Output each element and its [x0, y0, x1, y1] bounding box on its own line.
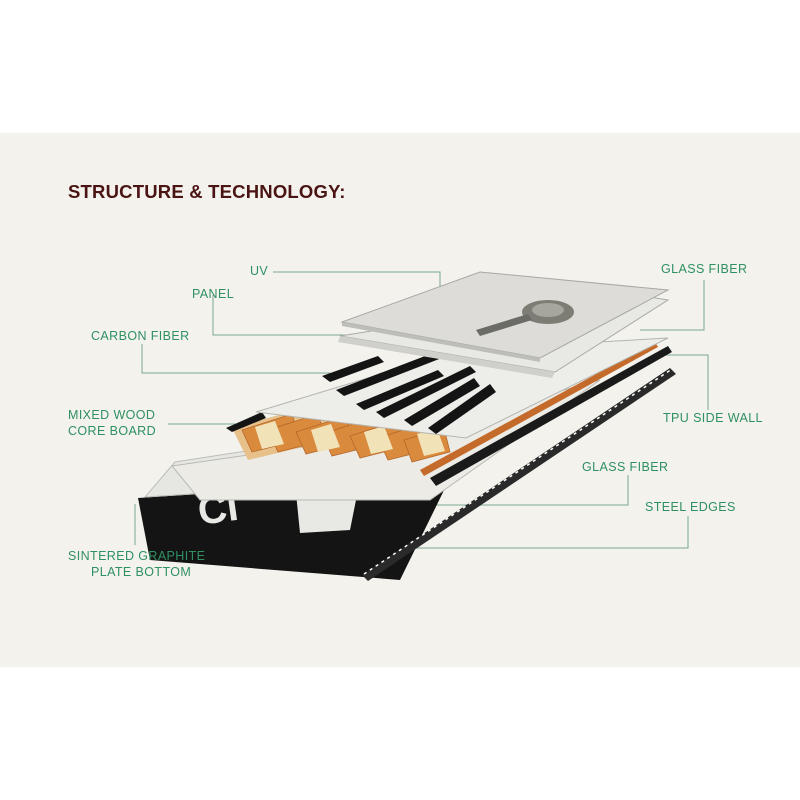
leader-glass-fiber-top [640, 280, 705, 331]
leader-uv [273, 271, 441, 296]
label-sintered-line1: SINTERED GRAPHITE [68, 549, 206, 563]
page-title: STRUCTURE & TECHNOLOGY: [68, 181, 346, 202]
uv-sheet [340, 271, 670, 362]
leader-panel [212, 295, 345, 336]
label-panel: PANEL [192, 287, 235, 301]
label-glass-fiber-bottom: GLASS FIBER [582, 460, 669, 474]
label-mixed-wood-line1: MIXED WOOD [68, 408, 156, 422]
tpu-side-wall [420, 342, 672, 486]
leader-tpu [660, 354, 709, 410]
label-tpu-side-wall: TPU SIDE WALL [663, 411, 763, 425]
leader-steel-edges [400, 516, 689, 549]
label-glass-fiber-top: GLASS FIBER [661, 262, 748, 276]
leader-carbon-fiber [141, 344, 330, 374]
label-uv: UV [250, 264, 269, 278]
label-steel-edges: STEEL EDGES [645, 500, 736, 514]
label-mixed-wood-line2: CORE BOARD [68, 424, 157, 438]
steel-edges [362, 368, 676, 581]
label-carbon-fiber: CARBON FIBER [91, 329, 190, 343]
carbon-fiber-strips [322, 348, 496, 434]
label-sintered-line2: PLATE BOTTOM [91, 565, 192, 579]
